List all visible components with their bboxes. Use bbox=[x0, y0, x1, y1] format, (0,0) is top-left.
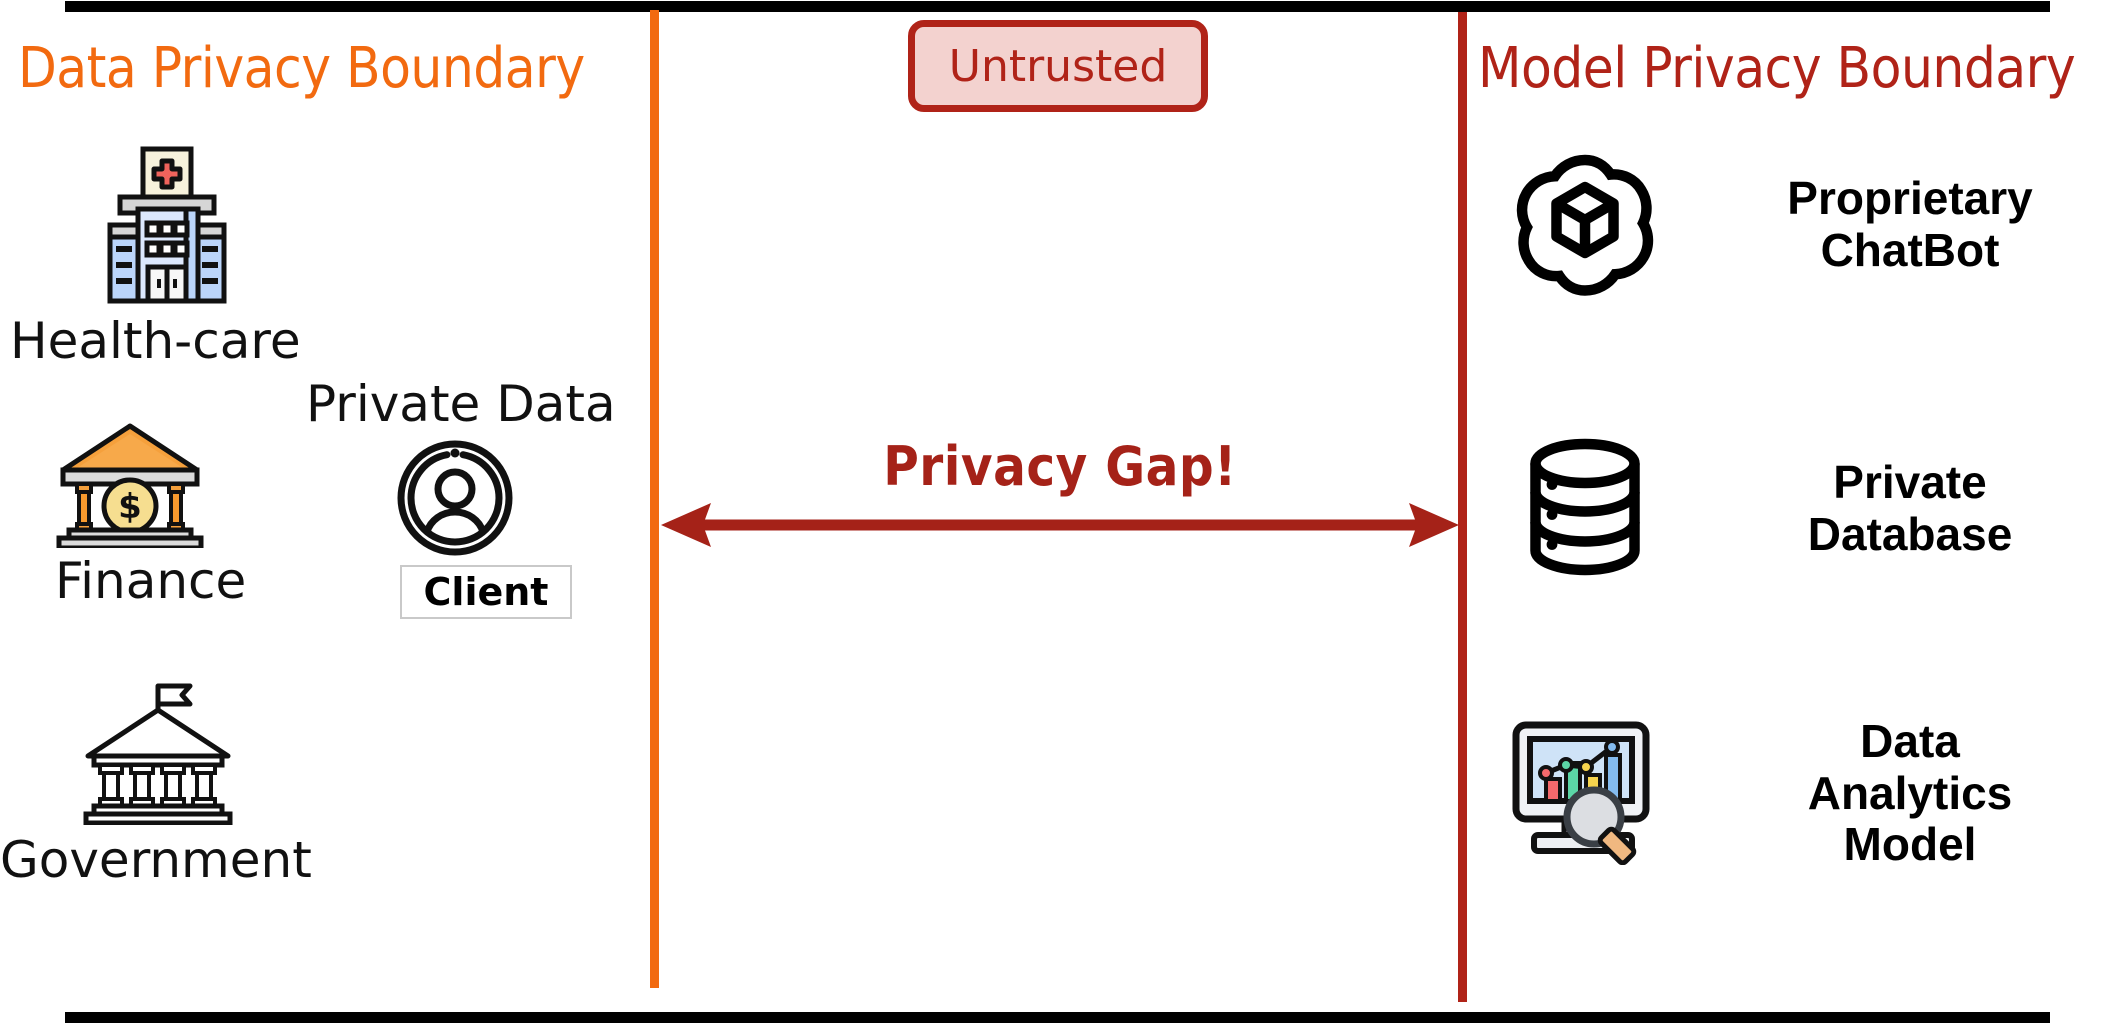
bank-icon: $ bbox=[55, 418, 246, 552]
left-item-finance-label: Finance bbox=[55, 552, 247, 610]
untrusted-badge-label: Untrusted bbox=[948, 40, 1168, 92]
left-item-government-label: Government bbox=[0, 831, 312, 889]
privacy-gap-arrow-icon bbox=[661, 503, 1459, 547]
hospital-icon bbox=[82, 145, 301, 314]
left-item-healthcare: Health-care bbox=[10, 145, 301, 370]
left-item-healthcare-label: Health-care bbox=[10, 312, 301, 370]
left-item-government: Government bbox=[0, 680, 312, 889]
database-label-line1: Private bbox=[1833, 456, 1987, 509]
right-item-analytics: Data Analytics Model bbox=[1508, 715, 2120, 871]
analytics-label-line2: Analytics bbox=[1807, 766, 2013, 819]
right-item-database: Private Database bbox=[1510, 432, 2120, 586]
model-privacy-boundary-title: Model Privacy Boundary bbox=[1478, 36, 2076, 101]
openai-knot-icon bbox=[1510, 148, 1660, 302]
untrusted-badge: Untrusted bbox=[908, 20, 1208, 112]
frame-bottom-bar bbox=[65, 1012, 2050, 1023]
privacy-gap-label: Privacy Gap! bbox=[883, 435, 1237, 498]
model-privacy-boundary-line bbox=[1458, 12, 1467, 1002]
chatbot-label-line2: ChatBot bbox=[1820, 224, 2000, 276]
left-item-finance: $ Finance bbox=[45, 418, 246, 610]
client-label-box: Client bbox=[400, 565, 572, 619]
right-item-database-label: Private Database bbox=[1700, 457, 2120, 560]
right-item-analytics-label: Data Analytics Model bbox=[1700, 715, 2120, 871]
database-cylinder-icon bbox=[1510, 432, 1660, 586]
chatbot-label-line1: Proprietary bbox=[1787, 172, 2033, 225]
analytics-label-line3: Model bbox=[1843, 818, 1977, 871]
database-label-line2: Database bbox=[1807, 508, 2013, 560]
right-item-chatbot-label: Proprietary ChatBot bbox=[1700, 173, 2120, 276]
frame-top-bar bbox=[65, 1, 2050, 12]
right-item-chatbot: Proprietary ChatBot bbox=[1510, 148, 2120, 302]
client-group: Private Data Client bbox=[300, 375, 616, 619]
private-data-label: Private Data bbox=[306, 375, 616, 433]
data-privacy-boundary-line bbox=[650, 10, 659, 988]
svg-text:$: $ bbox=[118, 487, 142, 527]
user-avatar-circle-icon bbox=[396, 439, 600, 561]
government-building-icon bbox=[78, 680, 312, 829]
data-privacy-boundary-title: Data Privacy Boundary bbox=[18, 36, 585, 101]
analytics-monitor-icon bbox=[1508, 717, 1660, 869]
client-label: Client bbox=[423, 570, 549, 614]
analytics-label-line1: Data bbox=[1860, 715, 1960, 767]
